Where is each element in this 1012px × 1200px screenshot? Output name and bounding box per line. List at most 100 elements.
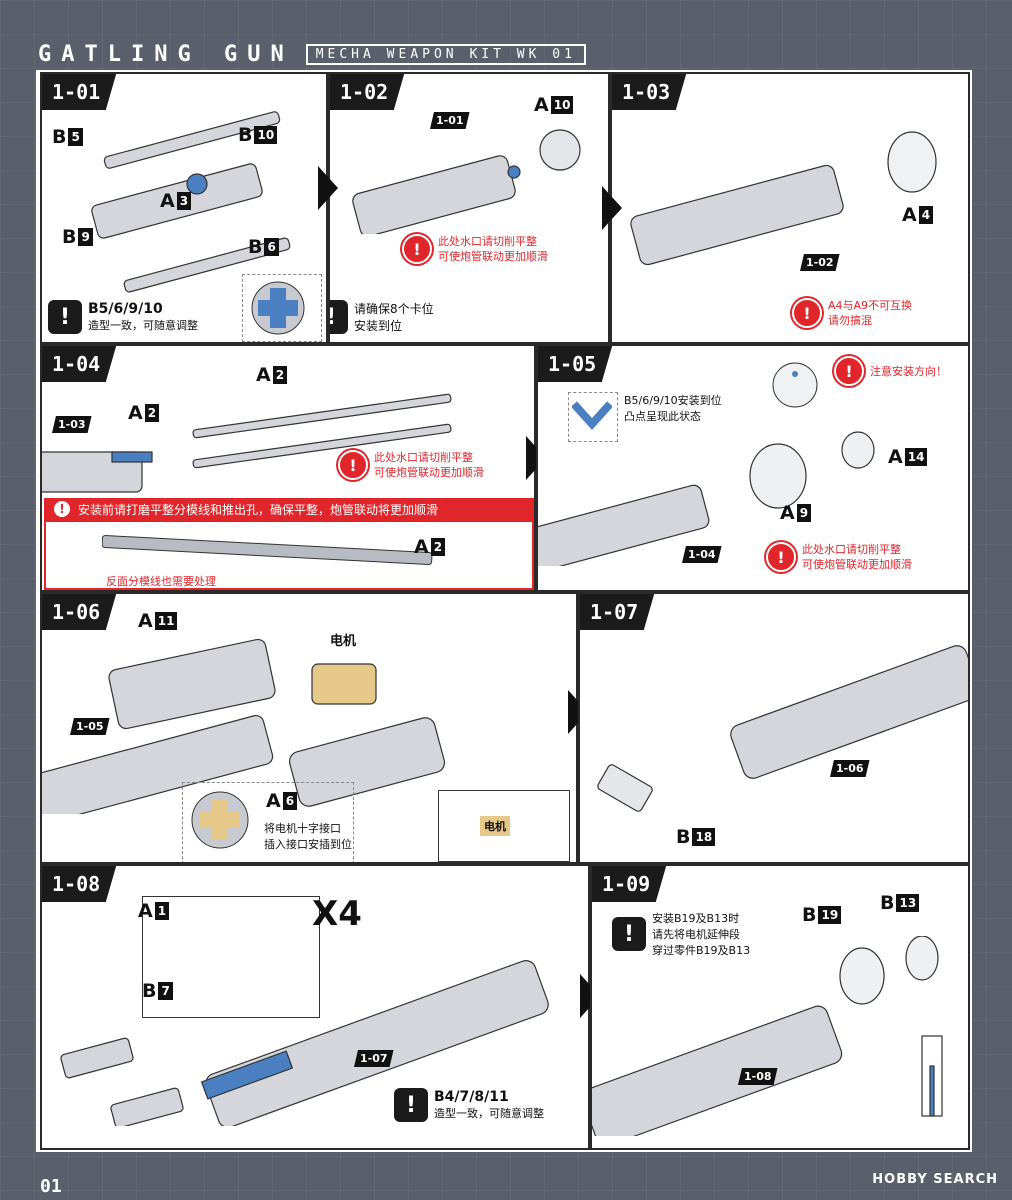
note-extension: ! 安装B19及B13时请先将电机延伸段穿过零件B19及B13: [612, 910, 750, 958]
red-note: ! 此处水口请切削平整可使炮管联动更加顺滑: [402, 234, 548, 264]
step-number: 1-02: [330, 74, 405, 110]
bump-detail-icon: [572, 401, 612, 430]
rear-assembly-illustration: [592, 936, 943, 1136]
step-label: 1-03: [612, 74, 687, 110]
direction-warning: ! 注意安装方向！: [834, 356, 947, 386]
step-label: 1-09: [592, 866, 667, 902]
barrel-parts-illustration: [91, 111, 291, 293]
exclamation-icon: !: [338, 450, 368, 480]
ref-tag-1-04: 1-04: [682, 546, 722, 563]
warning-banner: ! 安装前请打磨平整分模线和推出孔，确保平整，炮管联动将更加顺滑: [44, 498, 534, 520]
step-number: 1-07: [580, 594, 655, 630]
note-b-parts: ! B5/6/9/10 造型一致，可随意调整: [48, 300, 198, 334]
exclamation-icon: !: [792, 298, 822, 328]
step-label: 1-04: [42, 346, 117, 382]
barrel-ring-illustration: [630, 131, 937, 266]
step-number: 1-06: [42, 594, 117, 630]
ref-tag-1-02: 1-02: [800, 254, 840, 271]
motor-label: 电机: [330, 634, 357, 649]
ref-tag-1-01: 1-01: [430, 112, 470, 129]
step-label: 1-05: [538, 346, 613, 382]
socket-detail-icon: [251, 281, 305, 335]
exclamation-icon: !: [54, 501, 70, 517]
step-label: 1-02: [330, 74, 405, 110]
note-b-parts-seated: B5/6/9/10安装到位凸点呈现此状态: [624, 394, 722, 423]
barrel-end-illustration: [597, 645, 968, 812]
motor-detail-label: 电机: [480, 816, 510, 836]
page-number: 01: [40, 1176, 62, 1197]
barrel-tip-illustration: [60, 960, 549, 1126]
sanding-detail-box: [44, 520, 534, 590]
ref-tag-1-06: 1-06: [830, 760, 870, 777]
quantity-x4: X4: [312, 894, 362, 934]
kit-subtitle: MECHA WEAPON KIT WK 01: [305, 43, 586, 65]
cap-orientation-icon: [772, 362, 818, 408]
exclamation-icon: !: [48, 300, 82, 334]
ref-tag-1-08: 1-08: [738, 1068, 778, 1085]
detail-box: [568, 392, 618, 442]
barrel-cap-illustration: [538, 431, 875, 566]
motor-detail-box: [438, 790, 570, 862]
red-note: ! A4与A9不可互换请勿搞混: [792, 298, 912, 328]
exclamation-icon: !: [766, 542, 796, 572]
note-parts-list: B5/6/9/10: [88, 301, 163, 317]
kit-title: GATLING GUN: [38, 41, 294, 67]
detail-box: [242, 274, 322, 342]
note-text: 造型一致，可随意调整: [88, 319, 198, 332]
exclamation-icon: !: [612, 917, 646, 951]
ref-tag-1-07: 1-07: [354, 1050, 394, 1067]
watermark: HOBBY SEARCH: [872, 1172, 998, 1187]
step-number: 1-08: [42, 866, 117, 902]
exclamation-icon: !: [394, 1088, 428, 1122]
red-note: ! 此处水口请切削平整可使炮管联动更加顺滑: [766, 542, 912, 572]
rear-seam-note: 反面分模线也需要处理: [106, 575, 216, 588]
detail-box: [142, 896, 320, 1018]
step-number: 1-09: [592, 866, 667, 902]
step-label: 1-08: [42, 866, 117, 902]
note-motor-insert: 将电机十字接口插入接口安插到位: [264, 822, 352, 851]
step-label: 1-06: [42, 594, 117, 630]
cross-socket-icon: [191, 791, 249, 849]
barrel-assembly-illustration: [352, 129, 581, 234]
step-number: 1-03: [612, 74, 687, 110]
ref-tag-1-03: 1-03: [52, 416, 92, 433]
step-number: 1-04: [42, 346, 117, 382]
red-note: ! 此处水口请切削平整可使炮管联动更加顺滑: [338, 450, 484, 480]
step-label: 1-07: [580, 594, 655, 630]
step-arrow: [318, 166, 338, 210]
note-b-parts-4: ! B4/7/8/11 造型一致，可随意调整: [394, 1088, 544, 1122]
ref-tag-1-05: 1-05: [70, 718, 110, 735]
barrel-rod-illustration: [42, 393, 452, 493]
step-label: 1-01: [42, 74, 117, 110]
motor-housing-illustration: [42, 638, 446, 814]
step-arrow: [602, 186, 622, 230]
step-number: 1-01: [42, 74, 117, 110]
